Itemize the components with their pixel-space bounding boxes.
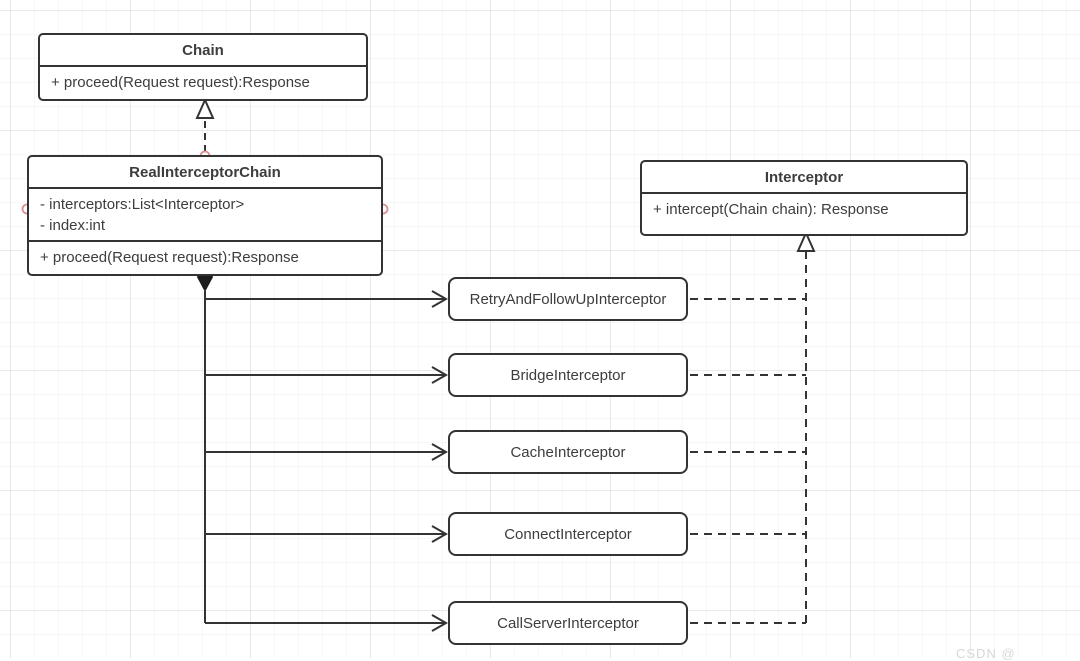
class-method-interceptor: + intercept(Chain chain): Response <box>642 192 966 234</box>
node-label: BridgeInterceptor <box>510 366 626 384</box>
node-label: CallServerInterceptor <box>497 614 639 632</box>
realization-arrow-chain <box>195 97 215 152</box>
class-attributes-real-interceptor-chain: - interceptors:List<Interceptor> - index… <box>29 187 381 240</box>
node-label: CacheInterceptor <box>510 443 626 461</box>
call-arrow-cache <box>205 443 449 461</box>
node-cache-interceptor[interactable]: CacheInterceptor <box>448 430 688 474</box>
realization-arrow-interceptor <box>690 230 816 624</box>
node-bridge-interceptor[interactable]: BridgeInterceptor <box>448 353 688 397</box>
node-retry-and-follow-up-interceptor[interactable]: RetryAndFollowUpInterceptor <box>448 277 688 321</box>
class-method-real-interceptor-chain: + proceed(Request request):Response <box>29 240 381 274</box>
class-attribute-interceptors: - interceptors:List<Interceptor> <box>40 196 245 213</box>
call-arrow-retry <box>205 290 449 308</box>
call-arrow-connect <box>205 525 449 543</box>
class-attribute-index: - index:int <box>40 217 106 234</box>
class-box-chain[interactable]: Chain + proceed(Request request):Respons… <box>38 33 368 101</box>
class-title-real-interceptor-chain: RealInterceptorChain <box>129 164 281 181</box>
node-connect-interceptor[interactable]: ConnectInterceptor <box>448 512 688 556</box>
node-label: RetryAndFollowUpInterceptor <box>469 290 667 308</box>
class-box-real-interceptor-chain[interactable]: RealInterceptorChain - interceptors:List… <box>27 155 383 276</box>
class-title-interceptor: Interceptor <box>764 169 844 186</box>
class-method-chain: + proceed(Request request):Response <box>40 65 366 99</box>
class-title-chain: Chain <box>182 42 224 59</box>
call-arrow-callserver <box>205 614 449 632</box>
class-box-interceptor[interactable]: Interceptor + intercept(Chain chain): Re… <box>640 160 968 236</box>
node-label: ConnectInterceptor <box>504 525 632 543</box>
node-call-server-interceptor[interactable]: CallServerInterceptor <box>448 601 688 645</box>
watermark: CSDN @ <box>956 646 1016 661</box>
call-arrow-bridge <box>205 366 449 384</box>
